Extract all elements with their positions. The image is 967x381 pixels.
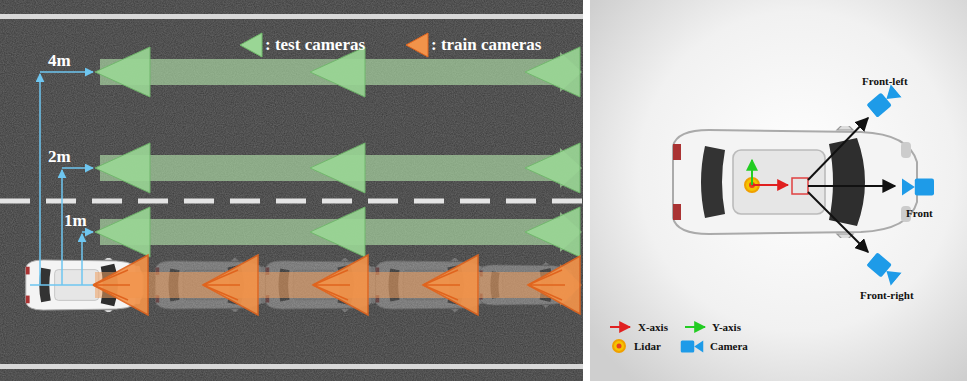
dimension-label: 1m: [64, 212, 87, 229]
camera-label: Front: [906, 208, 933, 219]
legend-text: : test cameras: [265, 36, 365, 53]
legend-text: Camera: [710, 341, 748, 352]
legend-text: : train cameras: [431, 36, 541, 53]
dimension-label: 4m: [48, 52, 71, 69]
dimension-label: 2m: [48, 148, 71, 165]
camera-label: Front-right: [860, 290, 914, 301]
camera-label: Front-left: [862, 76, 908, 87]
legend-text: Lidar: [634, 341, 661, 352]
legend-text: Y-axis: [712, 322, 741, 333]
legend-text: X-axis: [638, 322, 668, 333]
